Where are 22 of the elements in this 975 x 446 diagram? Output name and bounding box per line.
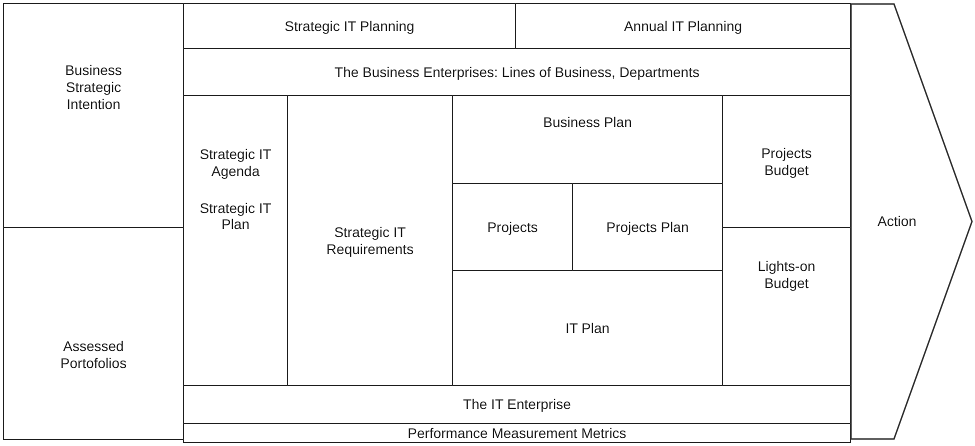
- box-label: The IT Enterprise: [463, 396, 571, 413]
- box-label: Performance Measurement Metrics: [408, 424, 626, 442]
- action-chevron: [850, 3, 974, 440]
- strategy-box: [3, 3, 184, 228]
- process-box: [515, 3, 851, 49]
- box-label: Strategic IT Requirements: [325, 224, 415, 258]
- box-label: IT Plan: [565, 320, 610, 336]
- box-label: Annual IT Planning: [624, 18, 742, 34]
- box-label: Projects: [487, 218, 538, 236]
- process-box: [183, 423, 851, 443]
- box-label: The Business Enterprises: Lines of Business, Departments: [334, 64, 700, 80]
- box-label: Business Plan: [543, 114, 632, 131]
- box-label: Business Strategic Intention: [64, 62, 123, 112]
- portfolio-box: [3, 227, 184, 440]
- box-label: Lights-on Budget: [756, 258, 816, 292]
- box-label: Strategic IT Plan: [198, 200, 272, 234]
- box-label: Strategic IT Planning: [284, 18, 414, 34]
- box-label: Action: [878, 213, 916, 230]
- box-label: Projects Plan: [606, 218, 689, 236]
- box-label: Projects Budget: [760, 144, 813, 178]
- box-label: Assessed Portofolios: [59, 338, 128, 372]
- box-label: Strategic IT Agenda: [198, 146, 272, 180]
